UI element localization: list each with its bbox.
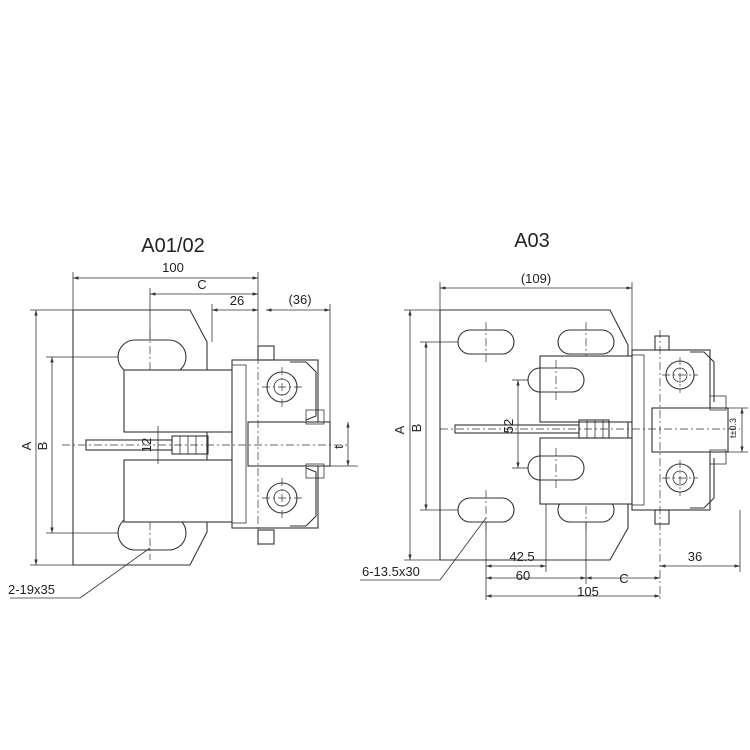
dim-b: B — [409, 424, 424, 433]
dim-100: 100 — [162, 260, 184, 275]
sensor-tab — [651, 407, 729, 453]
dim-12: 12 — [139, 438, 154, 452]
dim-105: 105 — [577, 584, 599, 599]
mounting-plate — [72, 309, 208, 566]
slot-callout: 6-13.5x30 — [362, 564, 420, 579]
bolt-upper — [257, 345, 302, 407]
dim-c: C — [197, 277, 206, 292]
dim-52: 52 — [501, 419, 516, 433]
bolt-upper — [654, 335, 698, 393]
dim-b: B — [35, 442, 50, 451]
view-title-a03: A03 — [514, 230, 550, 252]
dim-60: 60 — [516, 568, 530, 583]
dim-a: A — [392, 425, 407, 434]
view-title-a01-02: A01/02 — [141, 235, 204, 257]
dim-42-5: 42.5 — [509, 549, 534, 564]
slot-callout: 2-19x35 — [8, 582, 55, 597]
dim-t: t — [331, 445, 346, 449]
dim-36: 36 — [688, 549, 702, 564]
dim-109-ref: (109) — [521, 271, 551, 286]
mounting-slot — [457, 322, 515, 362]
dim-36-ref: (36) — [288, 292, 311, 307]
mounting-slot — [557, 322, 615, 362]
upper-jaw-block — [539, 355, 641, 423]
dim-c: C — [619, 571, 628, 586]
view-a03: A03 — [360, 230, 748, 600]
sensor-tab — [247, 421, 331, 467]
dim-26: 26 — [230, 293, 244, 308]
bolt-lower — [654, 460, 698, 525]
dim-t-tolerance: t±0.3 — [728, 418, 738, 438]
lower-jaw-block — [123, 459, 237, 523]
upper-jaw-block — [123, 369, 237, 433]
dim-a: A — [19, 441, 34, 450]
lower-jaw-block — [539, 437, 641, 505]
view-a01-02: A01/02 — [8, 235, 358, 599]
